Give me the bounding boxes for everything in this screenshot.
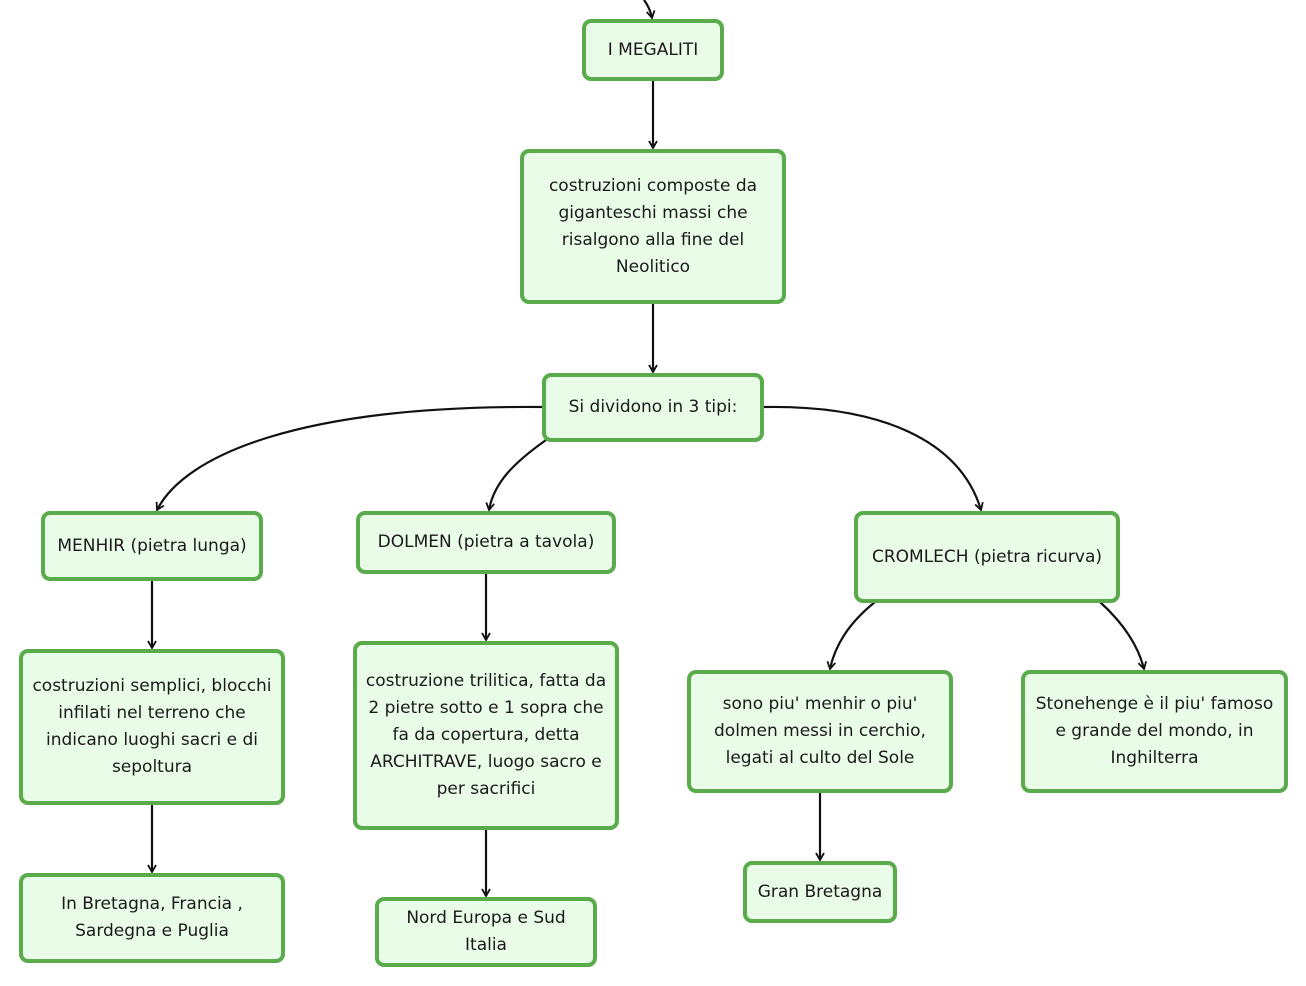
node-menhir: MENHIR (pietra lunga) [41, 511, 263, 581]
node-definizione-label: costruzioni composte da giganteschi mass… [548, 175, 758, 277]
node-cromlech-desc-label: sono piu' menhir o piu' dolmen messi in … [714, 694, 926, 768]
node-megaliti-label: I MEGALITI [607, 39, 699, 60]
node-menhir-luoghi-label: In Bretagna, Francia , Sardegna e Puglia [61, 894, 243, 941]
edge-cromlech-stonehenge [1099, 601, 1148, 671]
node-dolmen-desc: costruzione trilitica, fatta da 2 pietre… [353, 641, 619, 830]
node-dolmen-desc-label: costruzione trilitica, fatta da 2 pietre… [365, 671, 607, 799]
node-dolmen-luoghi-label: Nord Europa e Sud Italia [406, 908, 566, 955]
node-menhir-label: MENHIR (pietra lunga) [57, 535, 247, 556]
node-menhir-luoghi: In Bretagna, Francia , Sardegna e Puglia [19, 873, 285, 963]
node-megaliti: I MEGALITI [582, 19, 724, 81]
edge-tipi-cromlech [763, 405, 984, 512]
node-definizione: costruzioni composte da giganteschi mass… [520, 149, 786, 304]
node-dolmen-luoghi: Nord Europa e Sud Italia [375, 897, 597, 967]
node-menhir-desc-label: costruzioni semplici, blocchi infilati n… [32, 676, 272, 777]
node-dolmen: DOLMEN (pietra a tavola) [356, 511, 616, 574]
node-menhir-desc: costruzioni semplici, blocchi infilati n… [19, 649, 285, 805]
node-cromlech: CROMLECH (pietra ricurva) [854, 511, 1120, 603]
node-dolmen-label: DOLMEN (pietra a tavola) [377, 532, 595, 552]
edge-cromlech-desc [826, 601, 876, 671]
node-tipi: Si dividono in 3 tipi: [542, 373, 764, 442]
node-stonehenge-label: Stonehenge è il piu' famoso e grande del… [1035, 694, 1274, 768]
node-cromlech-desc: sono piu' menhir o piu' dolmen messi in … [687, 670, 953, 793]
edge-incoming [643, 0, 656, 20]
node-stonehenge: Stonehenge è il piu' famoso e grande del… [1021, 670, 1288, 793]
edge-tipi-menhir [155, 405, 543, 512]
node-cromlech-label: CROMLECH (pietra ricurva) [871, 546, 1102, 567]
node-tipi-label: Si dividono in 3 tipi: [568, 397, 738, 417]
edge-tipi-dolmen [485, 439, 547, 512]
node-cromlech-luoghi-label: Gran Bretagna [757, 881, 883, 902]
node-cromlech-luoghi: Gran Bretagna [743, 861, 897, 923]
